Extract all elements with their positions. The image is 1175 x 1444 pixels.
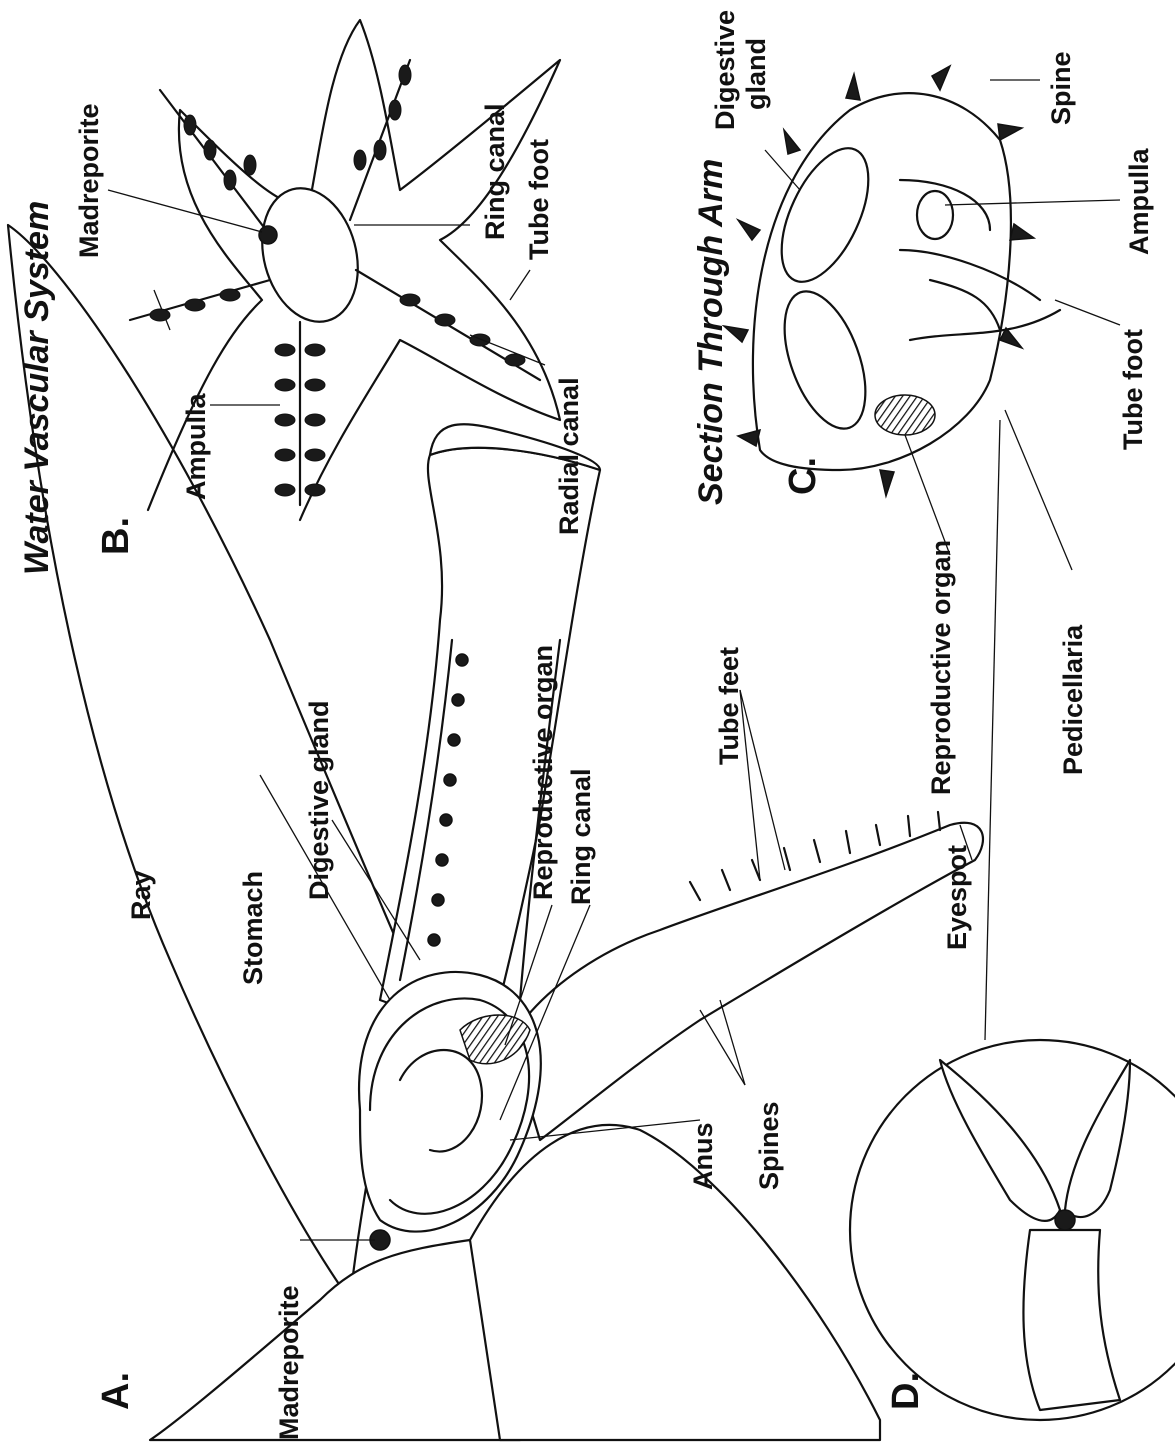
label-madreporite-b: Madreporite <box>74 103 104 258</box>
label-eyespot: Eyespot <box>942 845 972 950</box>
label-ring-canal-a: Ring canal <box>566 768 596 905</box>
panel-d-letter: D. <box>885 1372 927 1410</box>
label-ampulla-b: Ampulla <box>181 393 211 500</box>
c-ampulla <box>917 191 953 239</box>
ray-top-dissected <box>380 448 600 1040</box>
label-digestive-gland-c-2: gland <box>741 38 771 110</box>
label-digestive-gland: Digestive gland <box>304 700 334 900</box>
label-madreporite-a: Madreporite <box>274 1285 304 1440</box>
panel-b-title: Water Vascular System <box>18 201 56 575</box>
d-joint <box>1055 1210 1075 1230</box>
label-spine-c: Spine <box>1046 51 1076 125</box>
d-leader-to-c <box>985 420 1000 1040</box>
label-ring-canal-b: Ring canal <box>480 103 510 240</box>
label-radial-canal-b: Radial canal <box>554 377 584 535</box>
label-tube-feet: Tube feet <box>714 647 744 765</box>
panel-b-letter: B. <box>95 517 137 555</box>
label-stomach: Stomach <box>238 871 268 985</box>
b-madreporite <box>259 226 277 244</box>
label-tube-foot-b: Tube foot <box>524 139 554 260</box>
label-ray: Ray <box>126 870 156 920</box>
panel-c-title: Section Through Arm <box>692 159 730 505</box>
panel-d-pedicellaria <box>850 420 1175 1420</box>
label-digestive-gland-c-1: Digestive <box>710 10 740 130</box>
ray-lower-right <box>470 1125 880 1440</box>
label-pedicellaria: Pedicellaria <box>1058 624 1088 775</box>
ray-upper-left <box>8 225 405 1300</box>
panel-c-letter: C. <box>782 457 824 495</box>
label-anus: Anus <box>688 1123 718 1191</box>
panel-a-letter: A. <box>95 1372 137 1410</box>
b-ring-canal <box>248 177 372 332</box>
label-reproductive-organ-a: Reproductive organ <box>528 645 558 900</box>
label-reproductive-organ-c: Reproductive organ <box>926 540 956 795</box>
c-reproductive-organ <box>875 395 935 435</box>
label-ampulla-c: Ampulla <box>1124 148 1154 255</box>
label-spines: Spines <box>754 1101 784 1190</box>
label-tube-foot-c: Tube foot <box>1118 329 1148 450</box>
